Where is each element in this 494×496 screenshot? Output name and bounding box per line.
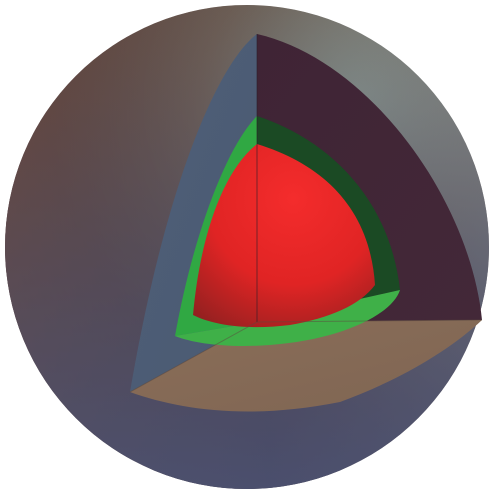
earth-cutaway-diagram [0,0,494,496]
earth-cutaway-svg [0,0,494,496]
